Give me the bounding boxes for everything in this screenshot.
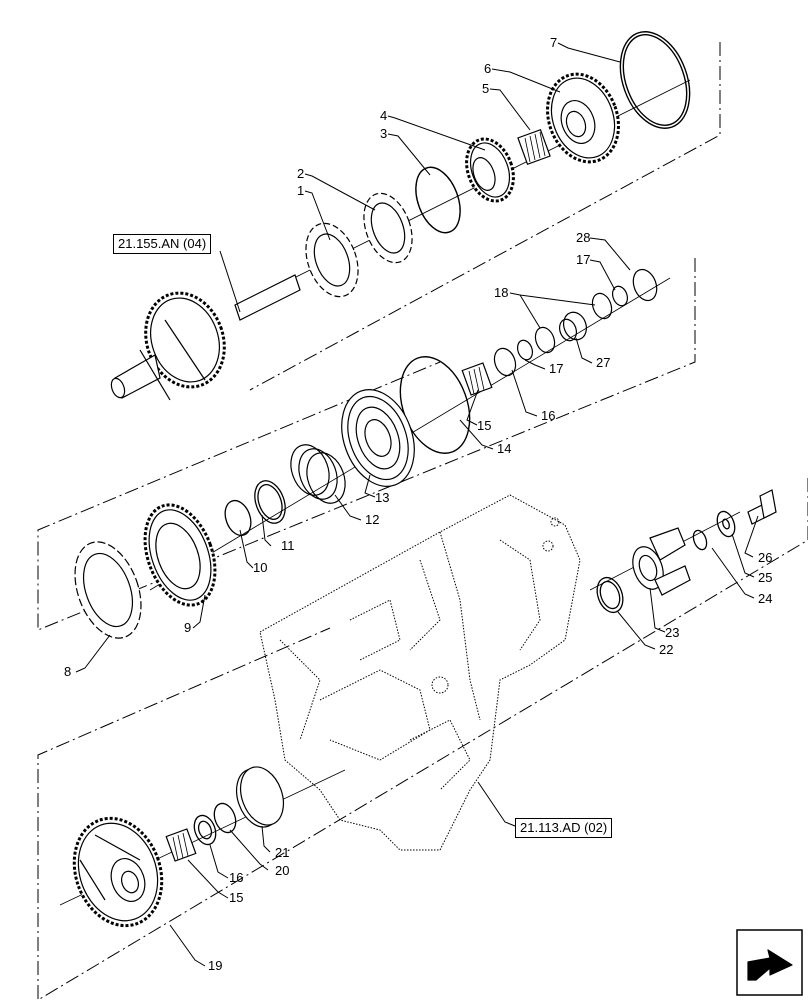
callout-25: 25 (758, 570, 772, 585)
callout-9: 9 (184, 620, 191, 635)
part-23-yoke (632, 527, 691, 596)
assembly-boundary-lines (37, 42, 808, 1000)
part-8-plate (74, 541, 142, 639)
callout-10: 10 (253, 560, 267, 575)
callout-26: 26 (758, 550, 772, 565)
callout-3: 3 (380, 126, 387, 141)
callout-28: 28 (576, 230, 590, 245)
transmission-housing (259, 494, 581, 851)
housing-reference-label[interactable]: 21.113.AD (02) (515, 818, 613, 838)
callout-6: 6 (484, 61, 491, 76)
callout-11: 11 (281, 538, 295, 553)
input-shaft-assembly (110, 274, 301, 401)
part-15-needle-bearing-lower (165, 828, 197, 862)
part-25-washer (716, 510, 736, 538)
callout-15b: 15 (229, 890, 243, 905)
part-18-ring (591, 292, 613, 320)
next-page-arrow-icon[interactable] (736, 929, 803, 996)
part-2-plate (363, 192, 413, 264)
callout-1: 1 (297, 183, 304, 198)
part-17-ring (611, 285, 629, 307)
part-10-circlip (224, 499, 252, 537)
callout-14: 14 (497, 441, 511, 456)
callout-5: 5 (482, 81, 489, 96)
part-7-snap-ring (619, 31, 691, 129)
part-4-sync-hub (465, 137, 515, 203)
part-13-piston (341, 388, 415, 488)
part-24-ring (692, 529, 708, 551)
part-12-spring (290, 444, 346, 504)
part-11-snap-ring (254, 480, 286, 524)
callout-19: 19 (208, 958, 222, 973)
callout-24: 24 (758, 591, 772, 606)
part-16-washer-lower (193, 814, 217, 846)
callout-20: 20 (275, 863, 289, 878)
part-21-ball-bearing (235, 766, 285, 828)
part-22-ring (596, 576, 624, 614)
part-19-gear (72, 816, 164, 928)
callout-13: 13 (375, 490, 389, 505)
part-5-needle-bearing (517, 128, 551, 166)
callout-27: 27 (596, 355, 610, 370)
part-20-snap-ring (213, 802, 237, 834)
callout-8: 8 (64, 664, 71, 679)
callout-labels: 7 6 5 4 3 2 1 28 17 18 27 17 16 15 14 13… (64, 35, 772, 973)
part-3-snap-ring (415, 166, 461, 234)
part-9-clutch-drum (143, 503, 217, 607)
part-28-ring (632, 268, 658, 302)
callout-16a: 16 (541, 408, 555, 423)
callout-22: 22 (659, 642, 673, 657)
part-1-plate (305, 222, 359, 298)
callout-16b: 16 (229, 870, 243, 885)
callout-23: 23 (665, 625, 679, 640)
leader-lines (75, 42, 759, 967)
callout-18: 18 (494, 285, 508, 300)
callout-4: 4 (380, 108, 387, 123)
callout-17a: 17 (576, 252, 590, 267)
callout-2: 2 (297, 166, 304, 181)
callout-15a: 15 (477, 418, 491, 433)
callout-17b: 17 (549, 361, 563, 376)
small-rings-group (493, 268, 658, 377)
callout-12: 12 (365, 512, 379, 527)
callout-21: 21 (275, 845, 289, 860)
part-15-needle-bearing (461, 362, 493, 396)
center-axes (59, 79, 741, 906)
part-6-gear (546, 72, 620, 164)
part-27-bushing (563, 311, 587, 341)
shaft-reference-label[interactable]: 21.155.AN (04) (113, 234, 212, 254)
callout-7: 7 (550, 35, 557, 50)
part-26-bolt (747, 489, 777, 525)
